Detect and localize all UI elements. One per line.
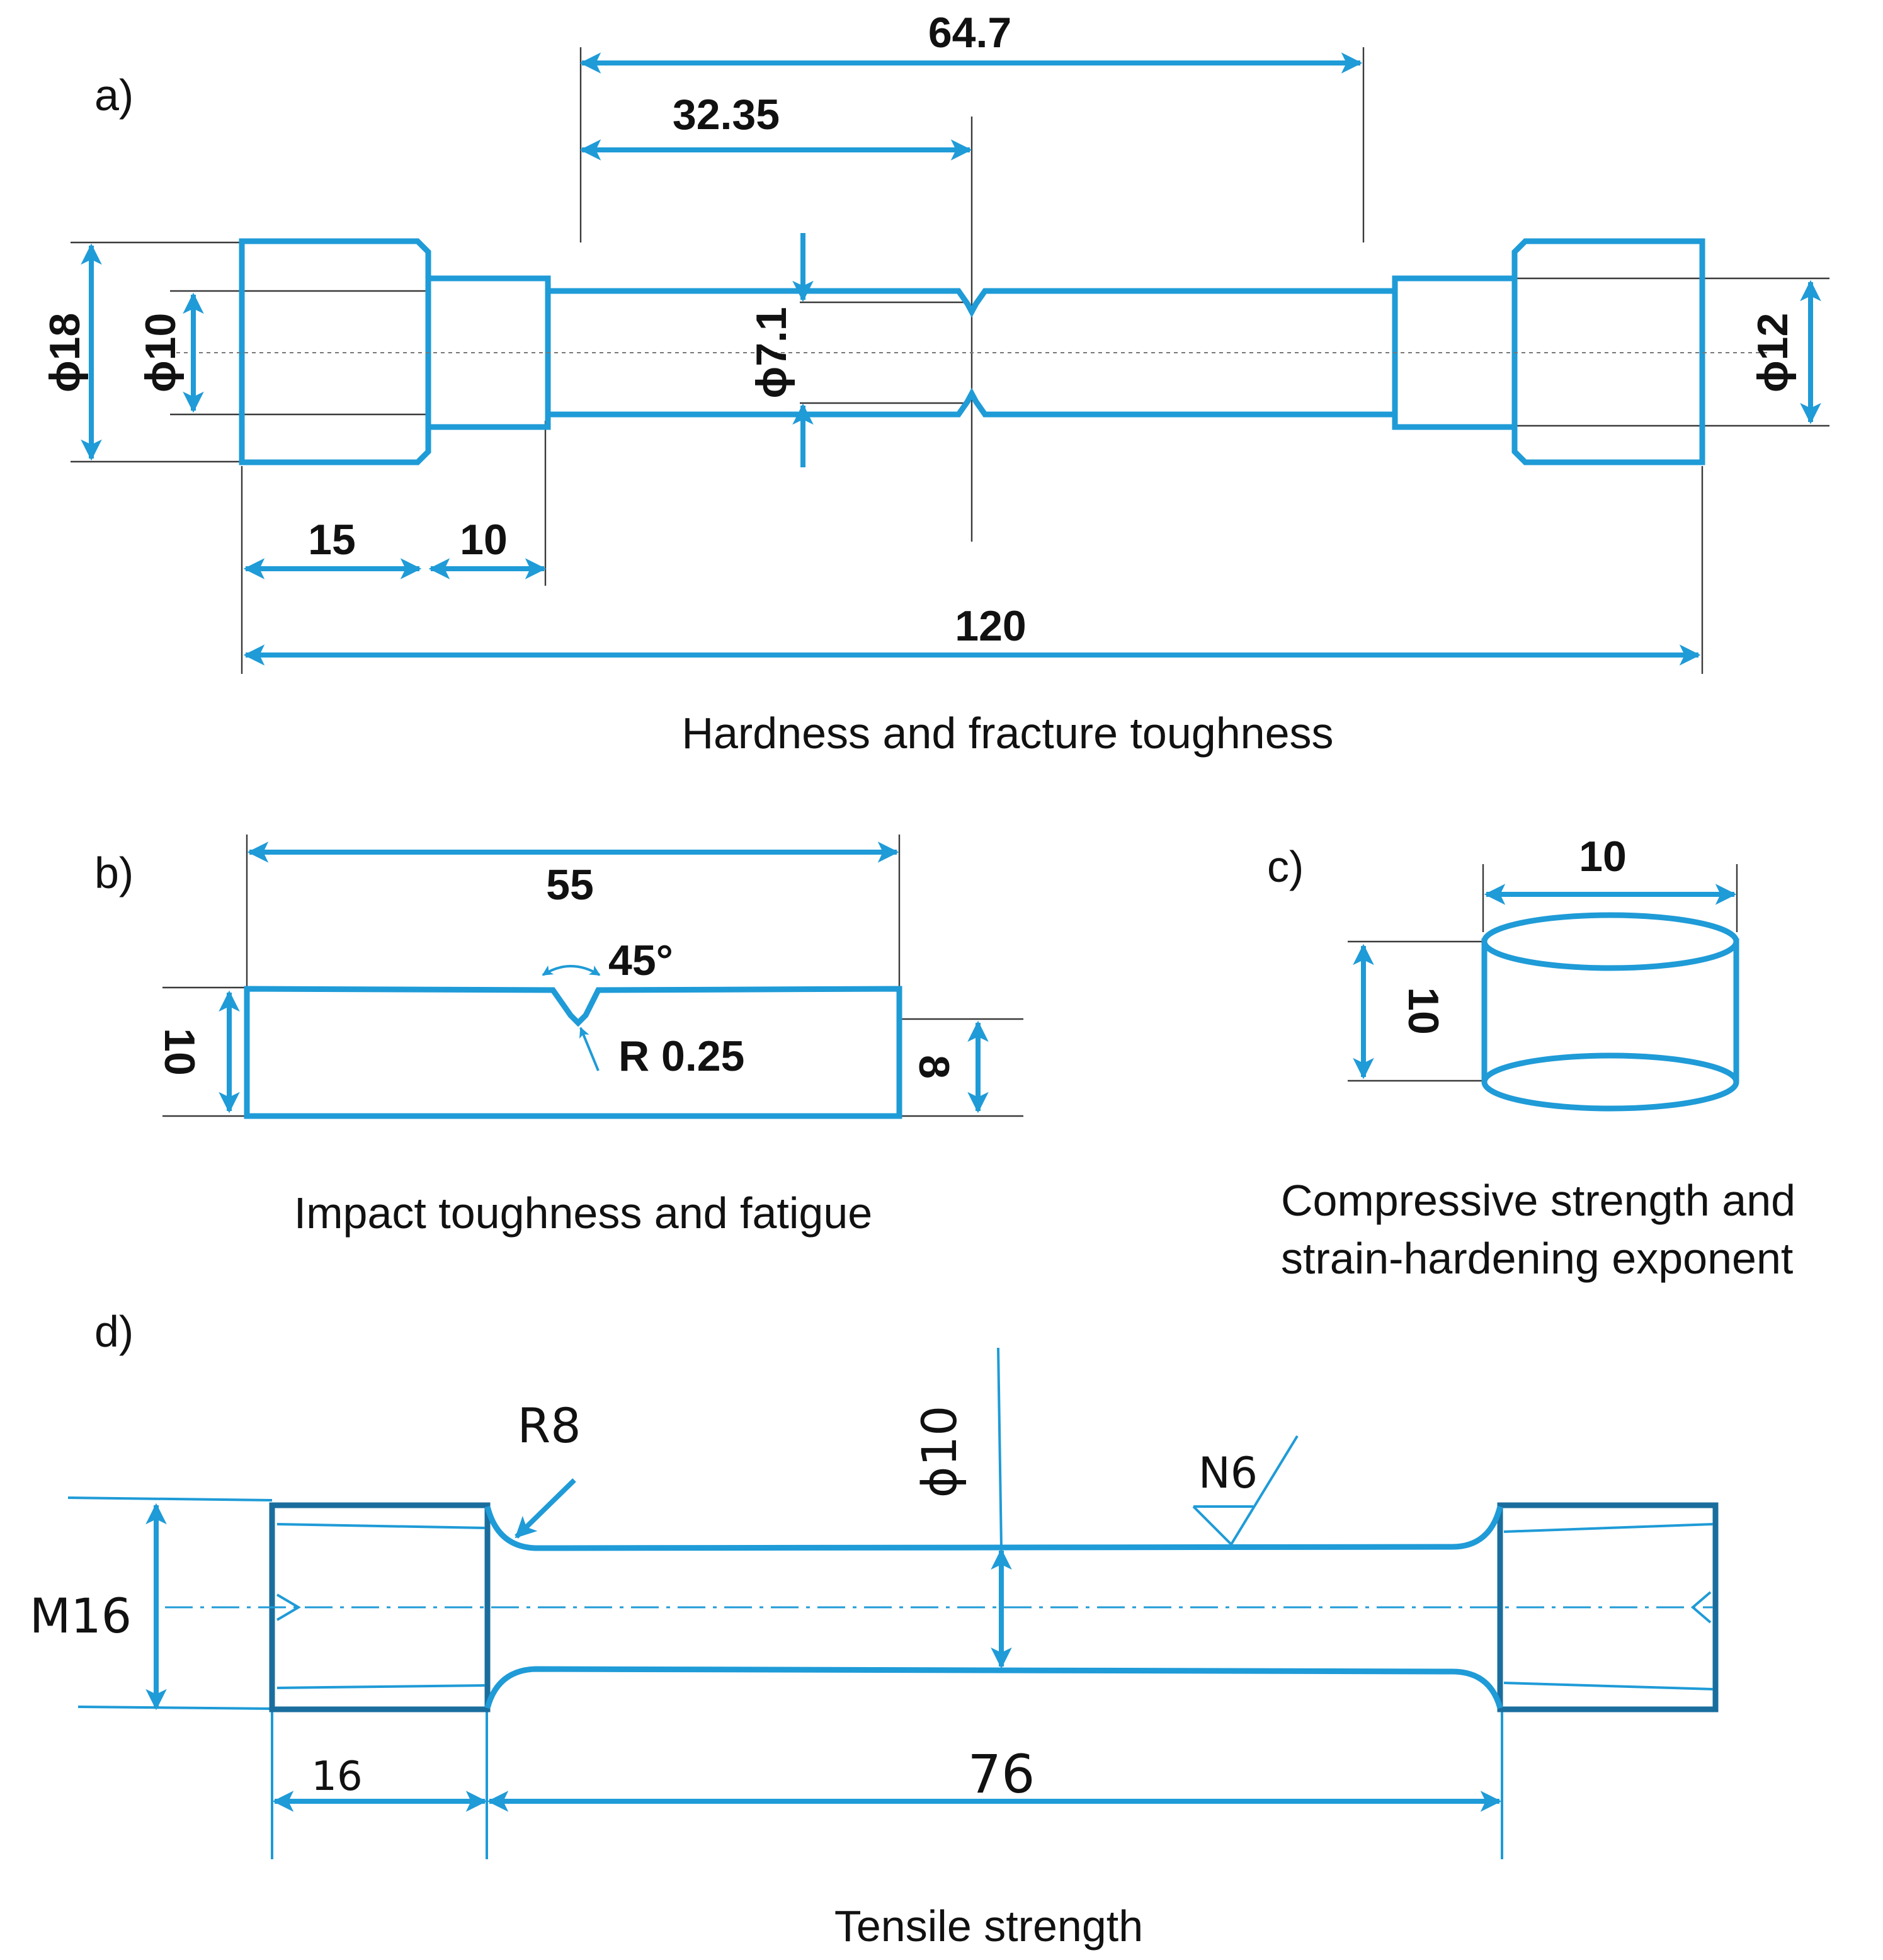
dim-64-7: 64.7 (928, 9, 1011, 57)
radius-leader (579, 1027, 600, 1071)
dim-phi18: ϕ18 (41, 313, 89, 393)
dim-phi10: ϕ10 (137, 313, 185, 393)
dim-height-10: 10 (156, 1028, 203, 1076)
panel-b-dimension-lines (219, 841, 989, 1114)
dim-76: 76 (968, 1743, 1035, 1805)
dim-phi7-1: ϕ7.1 (748, 307, 795, 399)
dim-c-diameter: 10 (1579, 833, 1627, 880)
dim-55: 55 (546, 861, 594, 909)
charpy-specimen (244, 986, 902, 1119)
panel-a-label: a) (94, 71, 134, 120)
dim-phi12: ϕ12 (1749, 313, 1797, 393)
panel-d-dimension-lines (145, 1478, 1502, 1812)
dim-32-35: 32.35 (673, 91, 780, 139)
panel-b-extension-lines (162, 835, 1023, 1117)
dim-15: 15 (308, 516, 356, 564)
dim-m16: M16 (30, 1588, 132, 1644)
dim-r8: R8 (517, 1398, 581, 1454)
panel-c-extension-lines (1348, 864, 1738, 1082)
panel-a-dimension-lines (81, 52, 1821, 666)
panel-b-label: b) (94, 848, 134, 897)
dim-10: 10 (460, 516, 508, 564)
panel-a-caption: Hardness and fracture toughness (681, 709, 1333, 758)
panel-b-caption: Impact toughness and fatigue (294, 1188, 872, 1238)
panel-b: b) 55 45° R 0.25 10 8 Impact toughness a… (94, 835, 1023, 1238)
dim-16: 16 (311, 1753, 362, 1800)
panel-c-caption-line2: strain-hardening exponent (1281, 1234, 1793, 1283)
compression-cylinder (1481, 912, 1739, 1112)
panel-c-caption-line1: Compressive strength and (1281, 1176, 1795, 1225)
panel-a-extension-lines (71, 47, 1829, 674)
dim-phi10-gauge: ϕ10 (911, 1406, 967, 1498)
fillet-leader (515, 1478, 576, 1539)
panel-c-dimension-lines (1353, 884, 1737, 1080)
panel-d-label: d) (94, 1307, 134, 1356)
dim-45-deg: 45° (608, 937, 673, 984)
dim-c-height: 10 (1399, 987, 1447, 1035)
dim-8: 8 (910, 1055, 958, 1079)
dim-r025: R 0.25 (618, 1032, 744, 1080)
panel-a-specimen (176, 238, 1770, 465)
panel-c: c) 10 10 Compressive strength and strain… (1267, 833, 1795, 1283)
tensile-specimen (165, 1502, 1719, 1712)
panel-d-caption: Tensile strength (834, 1901, 1143, 1951)
panel-d: d) (30, 1307, 1719, 1951)
surface-finish-n6: N6 (1198, 1449, 1258, 1498)
panel-a: a) (41, 9, 1829, 758)
surface-finish-symbol (1192, 1435, 1299, 1547)
panel-c-label: c) (1267, 842, 1304, 891)
angle-arc (542, 965, 601, 976)
dim-120: 120 (955, 602, 1026, 650)
panel-d-extension-lines (67, 1347, 1503, 1859)
